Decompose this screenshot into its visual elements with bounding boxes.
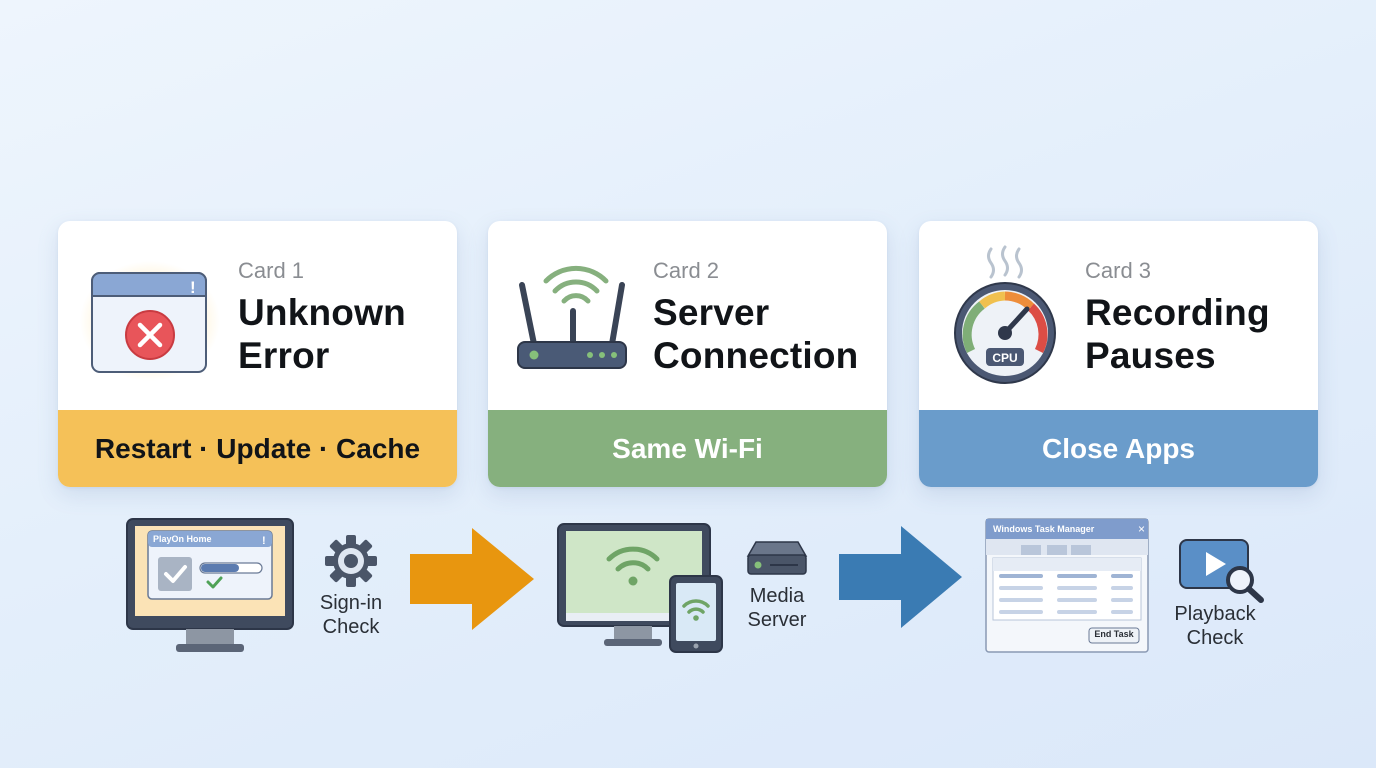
card-action-band: Close Apps	[919, 410, 1318, 487]
card-title-line1: Server	[653, 292, 770, 333]
wifi-router-icon	[508, 249, 648, 389]
label-line1: Playback	[1174, 603, 1256, 625]
svg-text:×: ×	[1138, 522, 1145, 536]
error-window-icon: !	[80, 251, 220, 391]
svg-text:!: !	[262, 535, 266, 547]
task-manager-window-icon: ×	[985, 518, 1149, 654]
card-server-connection: Card 2 Server Connection Same Wi-Fi	[488, 221, 887, 487]
media-server-label: Media Server	[734, 584, 820, 632]
svg-text:!: !	[190, 278, 196, 297]
card-unknown-error: ! Card 1 Unknown Error Restart · Update …	[58, 221, 457, 487]
card-number: Card 3	[1085, 258, 1152, 283]
playback-check-label: Playback Check	[1166, 602, 1264, 650]
label-line2: Server	[747, 609, 807, 631]
card-title: Unknown Error	[238, 291, 406, 377]
label-line1: Media	[749, 585, 805, 607]
label-line2: Check	[322, 616, 380, 638]
card-title-line2: Error	[238, 335, 330, 376]
label-line2: Check	[1186, 627, 1244, 649]
card-title: Recording Pauses	[1085, 291, 1270, 377]
card-number: Card 1	[238, 258, 305, 283]
monitor-tablet-wifi-icon	[556, 522, 728, 656]
card-title-line2: Pauses	[1085, 335, 1216, 376]
card-title-line1: Recording	[1085, 292, 1270, 333]
monitor-window-title: PlayOn Home	[153, 534, 212, 544]
card-action-band: Restart · Update · Cache	[58, 410, 457, 487]
gauge-cpu-label: CPU	[992, 351, 1017, 365]
label-line1: Sign-in	[319, 592, 383, 614]
cpu-gauge-icon: CPU	[945, 243, 1085, 384]
gear-icon	[324, 534, 378, 588]
card-title: Server Connection	[653, 291, 858, 377]
card-number: Card 2	[653, 258, 720, 283]
card-title-line1: Unknown	[238, 292, 406, 333]
card-action-band: Same Wi-Fi	[488, 410, 887, 487]
card-title-line2: Connection	[653, 335, 859, 376]
monitor-signin-icon: !	[124, 517, 296, 657]
end-task-button: End Task	[1094, 629, 1134, 639]
signin-check-label: Sign-in Check	[309, 591, 393, 639]
task-manager-title: Windows Task Manager	[993, 524, 1095, 534]
arrow-right-icon	[408, 528, 536, 630]
arrow-right-icon	[837, 526, 964, 628]
media-server-icon	[746, 540, 808, 576]
card-recording-pauses: CPU Card 3 Recording Pauses Close Apps	[919, 221, 1318, 487]
playback-search-icon	[1178, 538, 1266, 604]
